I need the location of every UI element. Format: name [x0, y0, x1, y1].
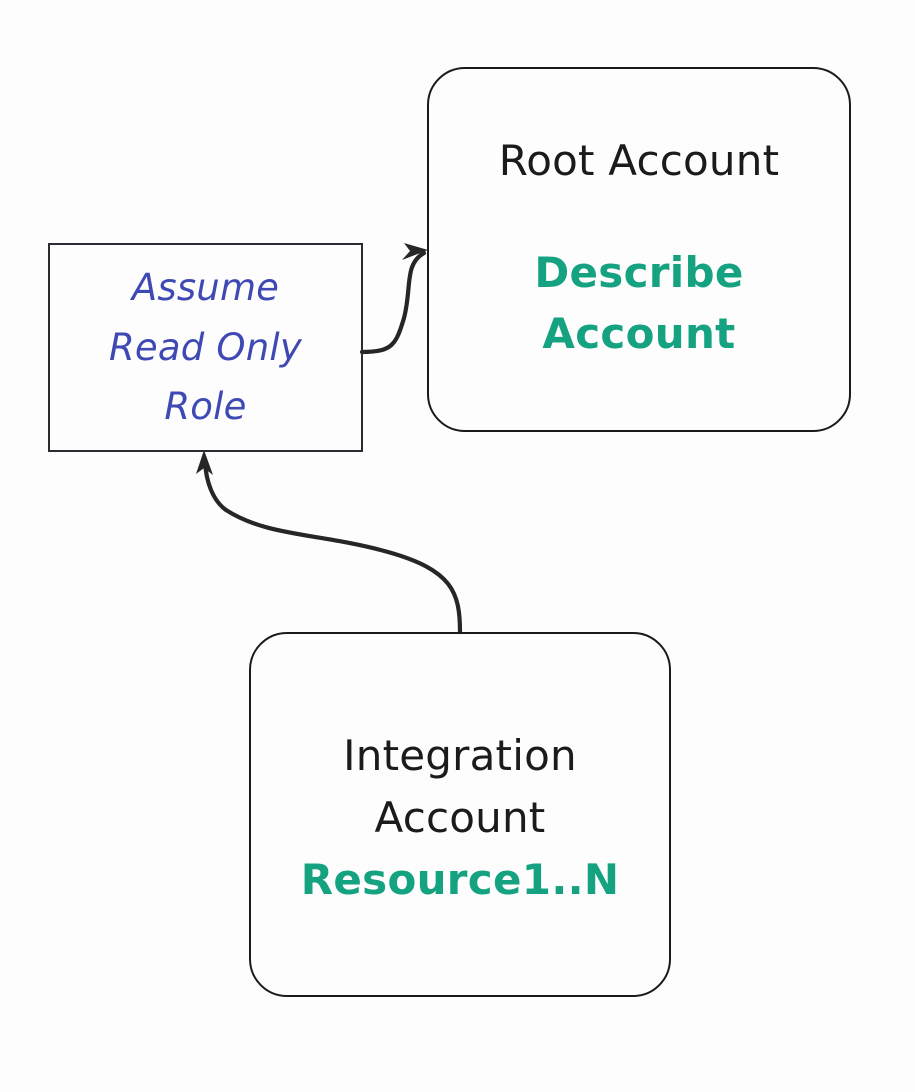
edge-integration-account-to-assume-role [196, 450, 463, 635]
node-assume-role[interactable]: Assume Read Only Role [48, 243, 363, 452]
node-integration-account-title-line-2: Account [374, 793, 546, 843]
edge-integration-account-to-assume-role-path [202, 459, 463, 635]
node-root-account[interactable]: Root Account Describe Account [427, 67, 851, 432]
node-integration-account-emphasis: Resource1..N [300, 854, 620, 904]
node-root-account-emphasis: Describe Account [534, 243, 743, 365]
node-assume-role-label-line-3: Role [164, 385, 247, 429]
arrowhead-up-icon [196, 450, 213, 475]
edge-assume-role-to-root-account-path [359, 250, 427, 355]
edge-assume-role-to-root-account [359, 243, 428, 355]
node-integration-account-title-line-1: Integration [343, 731, 577, 781]
arrowhead-right-icon [402, 243, 428, 260]
node-assume-role-label-line-1: Assume [131, 265, 280, 309]
node-integration-account[interactable]: Integration Account Resource1..N [249, 632, 671, 997]
node-integration-account-title: Integration Account [343, 725, 577, 849]
node-assume-role-label-line-2: Read Only [109, 325, 302, 369]
node-assume-role-label: Assume Read Only Role [109, 258, 302, 438]
node-root-account-emphasis-line-1: Describe [534, 247, 744, 297]
node-root-account-title: Root Account [498, 135, 780, 185]
node-root-account-emphasis-line-2: Account [542, 308, 736, 358]
